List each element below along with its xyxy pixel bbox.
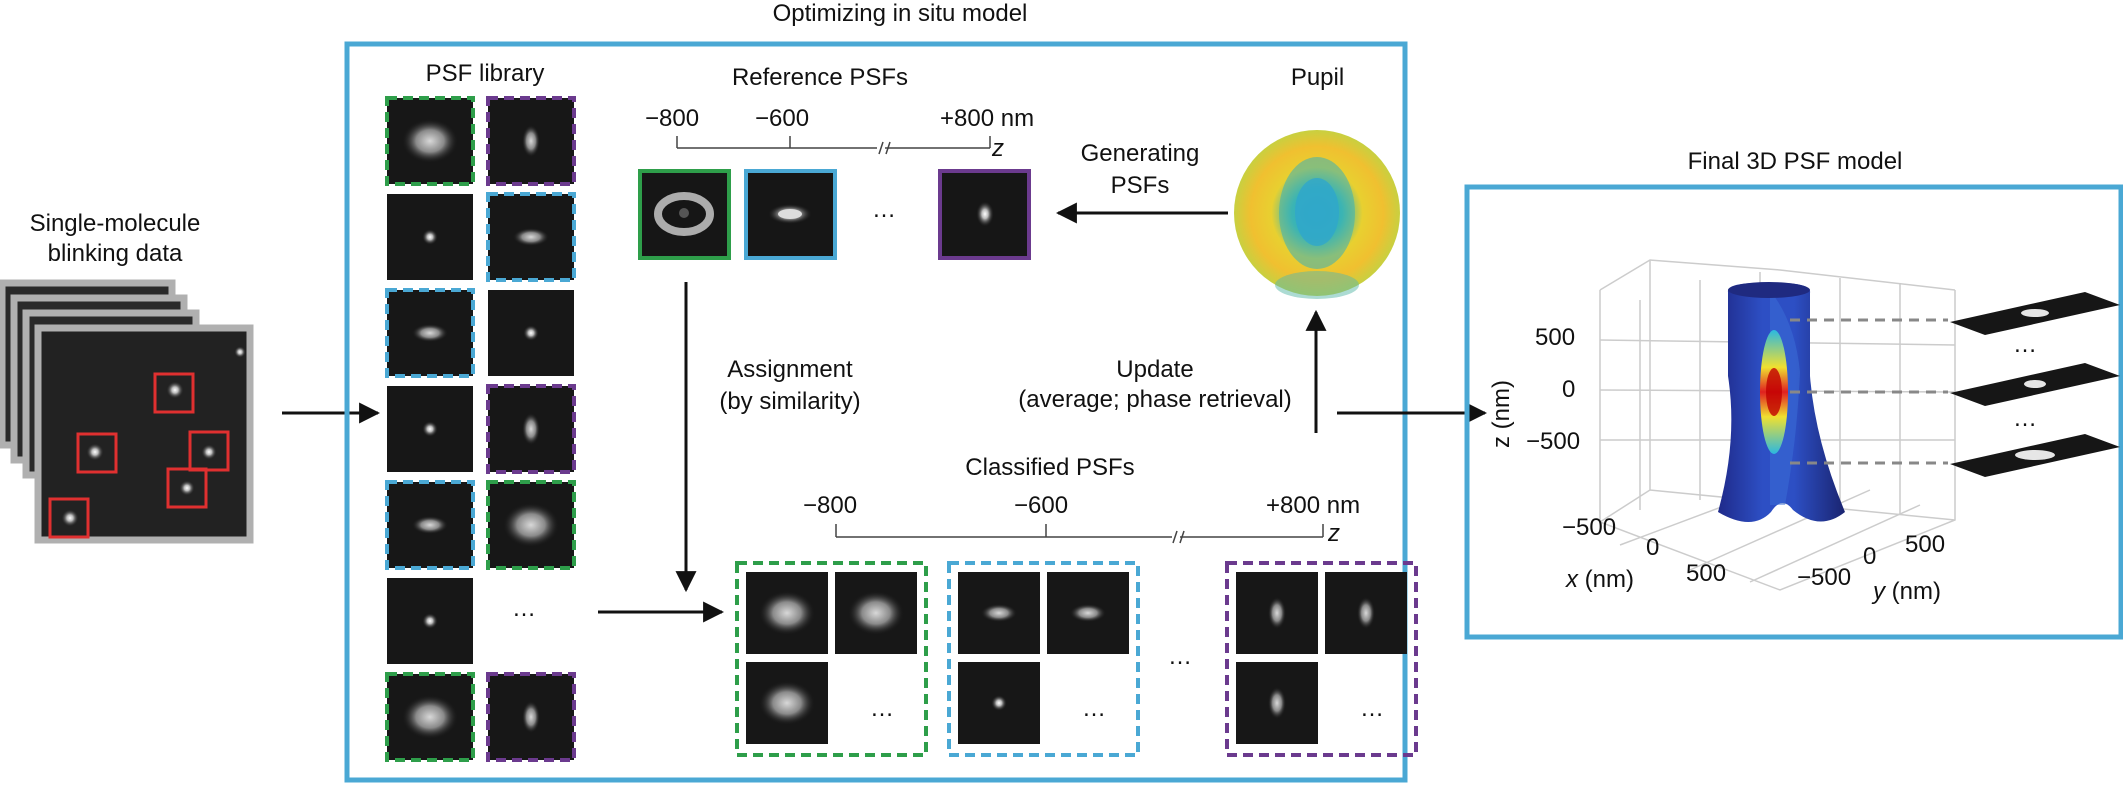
final-ellipsis-2: …: [2013, 405, 2037, 432]
library-psf-tile: [486, 192, 576, 282]
classified-group: …: [735, 561, 928, 757]
3d-psf-volume: [1718, 282, 1845, 522]
classified-psf-groups: … … …: [735, 561, 1418, 757]
final-z-tick-1: 500: [1535, 324, 1576, 351]
classified-psf-tile: [958, 572, 1040, 654]
group-ellipsis: …: [870, 695, 894, 722]
left-title-line2: blinking data: [47, 240, 183, 267]
generating-line1: Generating: [1080, 140, 1200, 167]
update-line1: Update: [1116, 356, 1194, 383]
library-psf-tile: [488, 290, 574, 376]
library-psf-tile: [387, 578, 473, 664]
group-ellipsis: …: [1082, 695, 1106, 722]
classified-psf-tile: [746, 572, 828, 654]
classified-psf-tile: [1236, 572, 1318, 654]
classified-psf-tile: [1325, 572, 1407, 654]
assignment-line2: (by similarity): [719, 388, 861, 415]
library-psf-tile: [385, 288, 475, 378]
classified-tick-2: −600: [1014, 492, 1069, 519]
final-psf-slices: [1950, 292, 2120, 477]
classified-psf-tile: [958, 662, 1040, 744]
reference-tick-1: −800: [645, 105, 700, 132]
final-x-tick-2: 0: [1646, 534, 1660, 561]
final-x-tick-3: 500: [1686, 560, 1727, 587]
classified-psf-axis: [835, 524, 1324, 544]
classified-title: Classified PSFs: [965, 454, 1135, 481]
library-psf-tile: [486, 480, 576, 570]
final-ellipsis-1: …: [2013, 331, 2037, 358]
assignment-line1: Assignment: [727, 356, 853, 383]
library-psf-tile: [486, 384, 576, 474]
final-title: Final 3D PSF model: [1687, 148, 1903, 175]
final-z-tick-3: −500: [1526, 428, 1581, 455]
final-y-tick-1: −500: [1797, 564, 1852, 591]
classified-axis-z: z: [1328, 520, 1340, 547]
classified-psf-tile: [1236, 662, 1318, 744]
reference-axis-z: z: [992, 135, 1004, 162]
library-psf-tile: [385, 96, 475, 186]
reference-tick-3: +800 nm: [940, 105, 1035, 132]
library-psf-tile: [486, 672, 576, 762]
classified-ellipsis: …: [1168, 643, 1192, 670]
library-psf-tile: [486, 96, 576, 186]
library-psf-tile: [387, 194, 473, 280]
final-z-tick-2: 0: [1562, 376, 1576, 403]
classified-tick-3: +800 nm: [1266, 492, 1361, 519]
classified-psf-tile: [1047, 572, 1129, 654]
classified-group: …: [947, 561, 1140, 757]
reference-ellipsis: …: [872, 196, 896, 223]
final-x-tick-1: −500: [1562, 514, 1617, 541]
final-y-label: y (nm): [1873, 578, 1941, 605]
library-title: PSF library: [425, 60, 545, 87]
library-psf-tile: [385, 672, 475, 762]
reference-psfs: [638, 169, 1031, 260]
blinking-data-stack: [0, 279, 254, 544]
optimizing-title: Optimizing in situ model: [772, 0, 1028, 27]
generating-line2: PSFs: [1110, 172, 1170, 199]
psf-library-grid: [385, 96, 576, 762]
pupil-disc: [1234, 130, 1400, 299]
final-y-tick-2: 0: [1863, 543, 1877, 570]
reference-psf-axis: [676, 136, 991, 155]
blinking-frame-front: [34, 324, 254, 544]
classified-group: …: [1225, 561, 1418, 757]
final-x-label: x (nm): [1566, 566, 1634, 593]
library-psf-tile: [387, 386, 473, 472]
final-z-label: z (nm): [1488, 380, 1515, 448]
final-y-tick-3: 500: [1905, 531, 1946, 558]
classified-psf-tile: [835, 572, 917, 654]
slice-connectors: [1790, 318, 1948, 465]
update-line2: (average; phase retrieval): [1018, 386, 1292, 413]
left-title-line1: Single-molecule: [29, 210, 201, 237]
classified-tick-1: −800: [803, 492, 858, 519]
group-ellipsis: …: [1360, 695, 1384, 722]
selected-molecule-boxes: [48, 372, 230, 539]
pupil-title: Pupil: [1290, 64, 1345, 91]
library-psf-tile: [385, 480, 475, 570]
final-model-frame: [1464, 184, 2123, 640]
blinking-spots: [61, 346, 246, 527]
reference-tick-2: −600: [755, 105, 810, 132]
library-ellipsis: …: [512, 595, 536, 622]
reference-title: Reference PSFs: [731, 64, 909, 91]
classified-psf-tile: [746, 662, 828, 744]
